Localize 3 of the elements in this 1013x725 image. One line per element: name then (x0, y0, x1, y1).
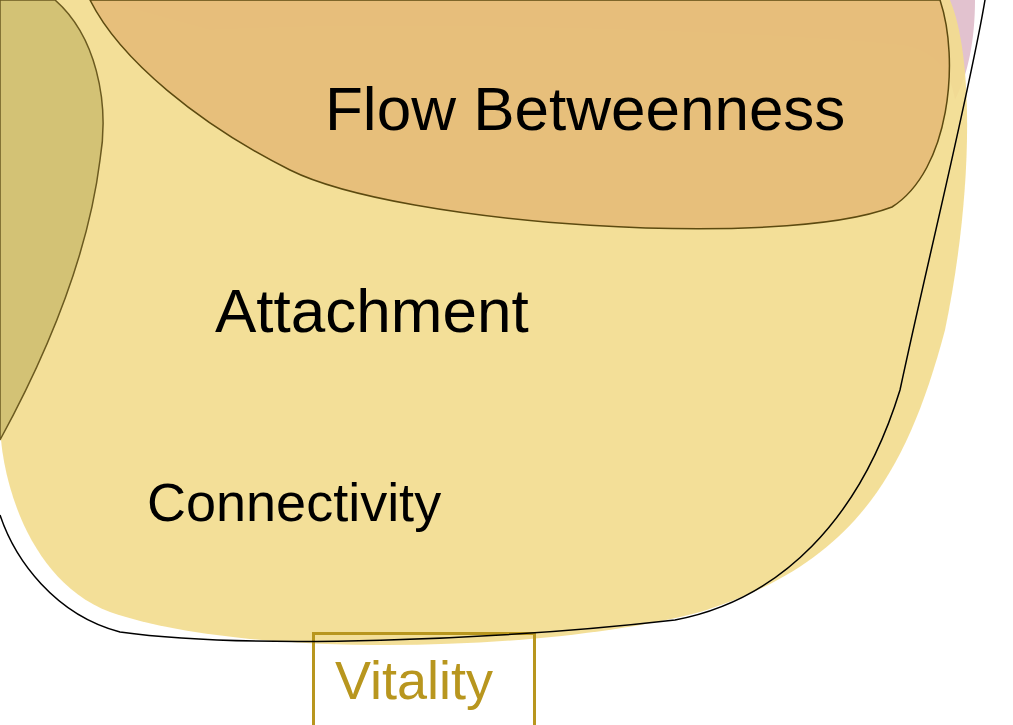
region-title: Vitality (312, 632, 536, 725)
region-label: Flow Betweenness (325, 78, 846, 140)
region-label: Attachment (215, 280, 529, 342)
